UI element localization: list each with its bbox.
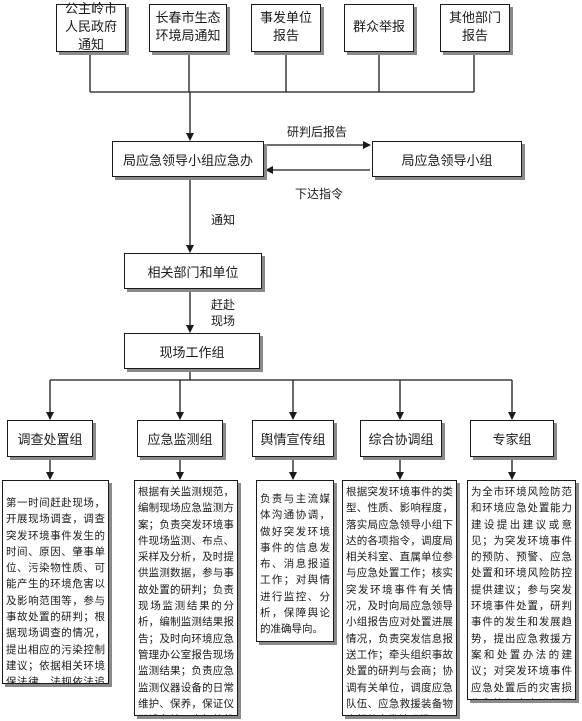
duties-experts: 为全市环境风险防范和环境应急处置能力建设提出建议或意见；为突发环境事件的预防、预… <box>467 480 576 700</box>
source-box-2: 长春市生态环境局通知 <box>149 4 227 52</box>
duties-monitoring: 根据有关监测规范，编制现场应急监测方案；负责突发环境事件现场监测、布点、采样及分… <box>134 480 238 716</box>
duties-publicity: 负责与主流媒体沟通协调，做好突发环境事件的信息发布、消息报道工作；对舆情进行监控… <box>256 480 334 642</box>
group-box-coordination: 综合协调组 <box>360 420 442 457</box>
source-box-1: 公主岭市人民政府通知 <box>56 2 126 53</box>
field-group-box: 现场工作组 <box>124 333 260 369</box>
notify-label: 通知 <box>211 213 236 227</box>
duties-investigation: 第一时间赶赴现场，开展现场调查，调查突发环境事件发生的时间、原因、肇事单位、污染… <box>2 480 109 684</box>
rush-label: 赶赴现场 <box>211 298 236 328</box>
group-box-investigation: 调查处置组 <box>7 420 93 457</box>
emergency-office-box: 局应急领导小组应急办 <box>112 141 264 177</box>
source-box-3: 事发单位报告 <box>251 4 321 52</box>
group-box-publicity: 舆情宣传组 <box>252 420 334 457</box>
source-box-5: 其他部门报告 <box>440 4 510 52</box>
departments-box: 相关部门和单位 <box>124 253 262 289</box>
report-label: 研判后报告 <box>287 125 348 139</box>
group-box-monitoring: 应急监测组 <box>137 420 223 457</box>
group-box-experts: 专家组 <box>470 420 554 457</box>
leadership-box: 局应急领导小组 <box>372 141 522 177</box>
command-label: 下达指令 <box>295 187 344 201</box>
duties-coordination: 根据突发环境事件的类型、性质、影响程度，落实局应急领导小组下达的各项指令，调度局… <box>342 480 457 716</box>
source-box-4: 群众举报 <box>344 4 414 52</box>
